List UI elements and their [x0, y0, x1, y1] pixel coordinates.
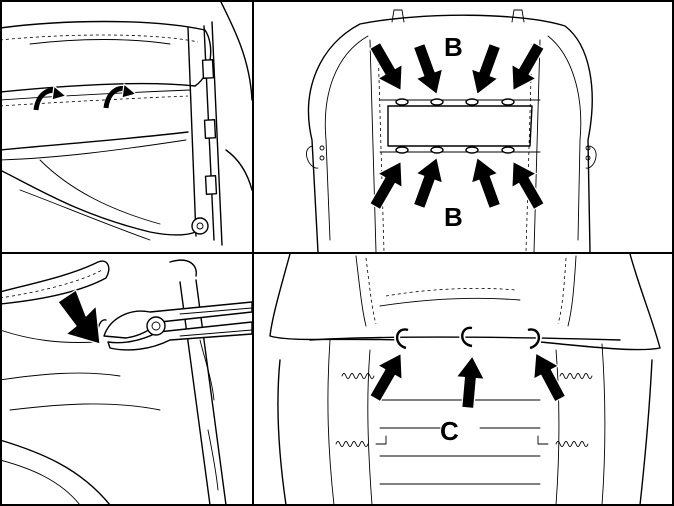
pliers-icon [103, 301, 253, 351]
pointer-arrow-icon [463, 152, 509, 212]
hog-ring-icon [459, 324, 473, 349]
hog-ring-icon [395, 146, 409, 154]
hog-ring-icon [395, 98, 409, 106]
hog-ring-icon [501, 98, 515, 106]
label-b-bottom: B [444, 202, 463, 232]
label-c: C [440, 416, 459, 446]
pointer-arrow-icon [463, 40, 509, 100]
pointer-arrow-icon [57, 289, 101, 345]
pointer-arrow-icon [500, 153, 552, 215]
curved-arrow-icon [103, 83, 137, 109]
hog-ring-icon [430, 98, 444, 106]
panel-1 [1, 1, 253, 246]
panel-4: C [269, 254, 661, 505]
hog-ring-icon [465, 98, 479, 106]
label-b-top: B [444, 32, 463, 62]
pointer-arrow-icon [362, 153, 414, 215]
spring-icon [335, 441, 369, 447]
hog-ring-icon [430, 146, 444, 154]
hog-ring-icon [394, 326, 409, 351]
pointer-arrow-icon [500, 37, 552, 99]
spring-icon [559, 373, 593, 379]
hog-ring-icon [527, 326, 542, 351]
spring-icon [555, 441, 589, 447]
panel-3 [1, 259, 253, 505]
spring-icon [341, 373, 375, 379]
hog-ring-icon [501, 146, 515, 154]
curved-arrow-icon [33, 85, 67, 111]
pointer-arrow-icon [522, 345, 574, 407]
pointer-arrow-icon [453, 354, 487, 410]
panel-2: B B [306, 9, 597, 252]
hog-ring-icon [465, 146, 479, 154]
